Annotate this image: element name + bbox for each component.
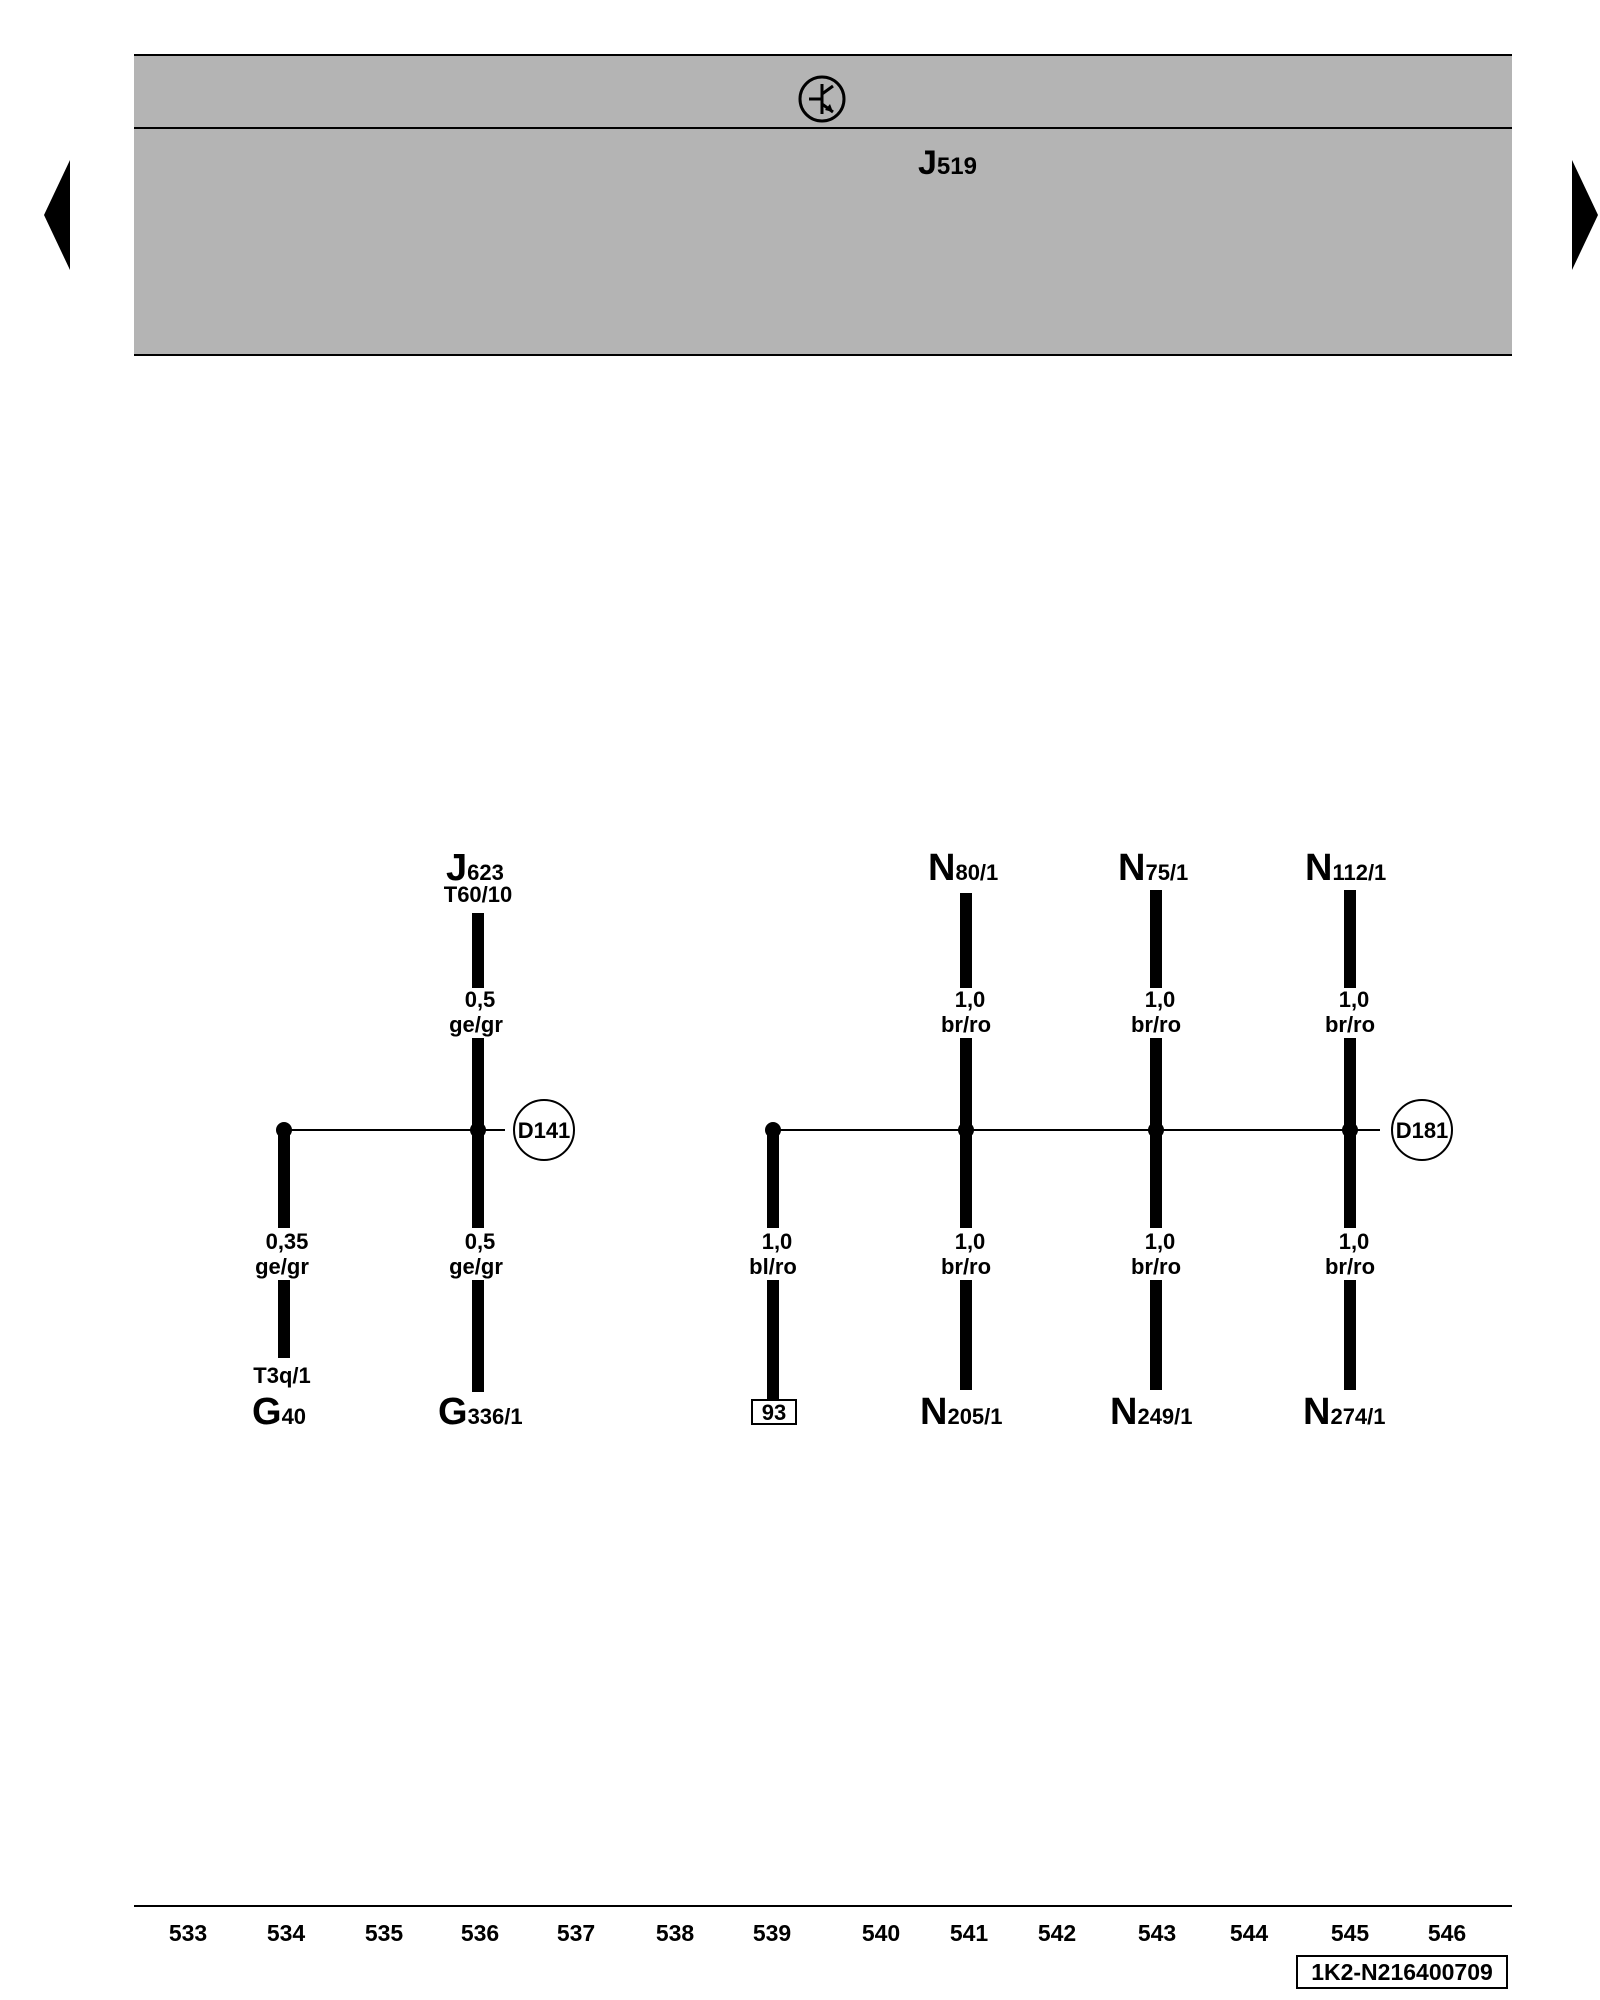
column-number: 541: [949, 1920, 989, 1946]
wire-color: br/ro: [941, 1254, 991, 1279]
component-n249: N249/1: [1110, 1391, 1193, 1433]
component-j623: J623: [446, 847, 504, 889]
junction-dot: [470, 1122, 486, 1138]
connection-d141-circle: [513, 1099, 575, 1161]
column-number: 540: [861, 1920, 901, 1946]
column-number: 544: [1229, 1920, 1269, 1946]
wire-size: 1,0: [1145, 987, 1176, 1012]
wire-color: br/ro: [1131, 1012, 1181, 1037]
wiring-schematic: J623 T60/10 N80/1 N75/1 N112/1 0,5 ge/gr…: [252, 847, 1453, 1433]
wire-size: 0,35: [266, 1229, 309, 1254]
column-number: 539: [752, 1920, 792, 1946]
control-unit-letter: J: [918, 144, 937, 182]
component-n80: N80/1: [928, 847, 998, 889]
connection-d181-circle: [1391, 1099, 1453, 1161]
wire-color: br/ro: [1131, 1254, 1181, 1279]
wire-size: 1,0: [955, 987, 986, 1012]
wire-size: 1,0: [1339, 1229, 1370, 1254]
triangle-left-icon[interactable]: [42, 158, 72, 272]
column-number: 536: [460, 1920, 500, 1946]
column-number: 534: [266, 1920, 306, 1946]
column-number: 546: [1427, 1920, 1467, 1946]
column-number: 542: [1037, 1920, 1077, 1946]
junction-dot: [958, 1122, 974, 1138]
junction-dot: [765, 1122, 781, 1138]
junction-dot: [1342, 1122, 1358, 1138]
column-number: 535: [364, 1920, 404, 1946]
component-n112: N112/1: [1305, 847, 1386, 889]
wire-color: ge/gr: [449, 1254, 503, 1279]
wire-size: 0,5: [465, 1229, 496, 1254]
wire-size: 1,0: [955, 1229, 986, 1254]
wire-color: br/ro: [1325, 1012, 1375, 1037]
document-id: 1K2-N216400709: [1296, 1955, 1508, 1989]
ground-93-box: [751, 1399, 797, 1425]
component-n274: N274/1: [1303, 1391, 1386, 1433]
control-unit-number: 519: [936, 153, 977, 180]
column-number: 533: [168, 1920, 208, 1946]
ground-93-label: 93: [762, 1400, 786, 1425]
wire-color: br/ro: [941, 1012, 991, 1037]
component-g336: G336/1: [438, 1391, 523, 1433]
wire-color: ge/gr: [449, 1012, 503, 1037]
connection-d181: D181: [1396, 1118, 1449, 1143]
wire-size: 1,0: [762, 1229, 793, 1254]
junction-dot: [1148, 1122, 1164, 1138]
wire-size: 1,0: [1145, 1229, 1176, 1254]
triangle-right-icon[interactable]: [1570, 158, 1600, 272]
wire-color: ge/gr: [255, 1254, 309, 1279]
transistor-ground-icon: [798, 75, 846, 123]
wire-size: 1,0: [1339, 987, 1370, 1012]
component-n75: N75/1: [1118, 847, 1188, 889]
column-number: 545: [1330, 1920, 1370, 1946]
header-divider: [134, 127, 1512, 129]
connector-t60-10: T60/10: [444, 882, 513, 907]
column-number: 538: [655, 1920, 695, 1946]
connection-d141: D141: [518, 1118, 571, 1143]
junction-dot: [276, 1122, 292, 1138]
wire-size: 0,5: [465, 987, 496, 1012]
control-unit-header: J519: [134, 54, 1512, 356]
component-g40: G40: [252, 1391, 306, 1433]
column-number: 537: [556, 1920, 596, 1946]
column-number: 543: [1137, 1920, 1177, 1946]
footer-rule: [134, 1905, 1512, 1907]
wire-color: br/ro: [1325, 1254, 1375, 1279]
wire-color: bl/ro: [749, 1254, 797, 1279]
component-n205: N205/1: [920, 1391, 1003, 1433]
connector-t3q-1: T3q/1: [253, 1363, 310, 1388]
control-unit-label: J519: [918, 146, 977, 184]
